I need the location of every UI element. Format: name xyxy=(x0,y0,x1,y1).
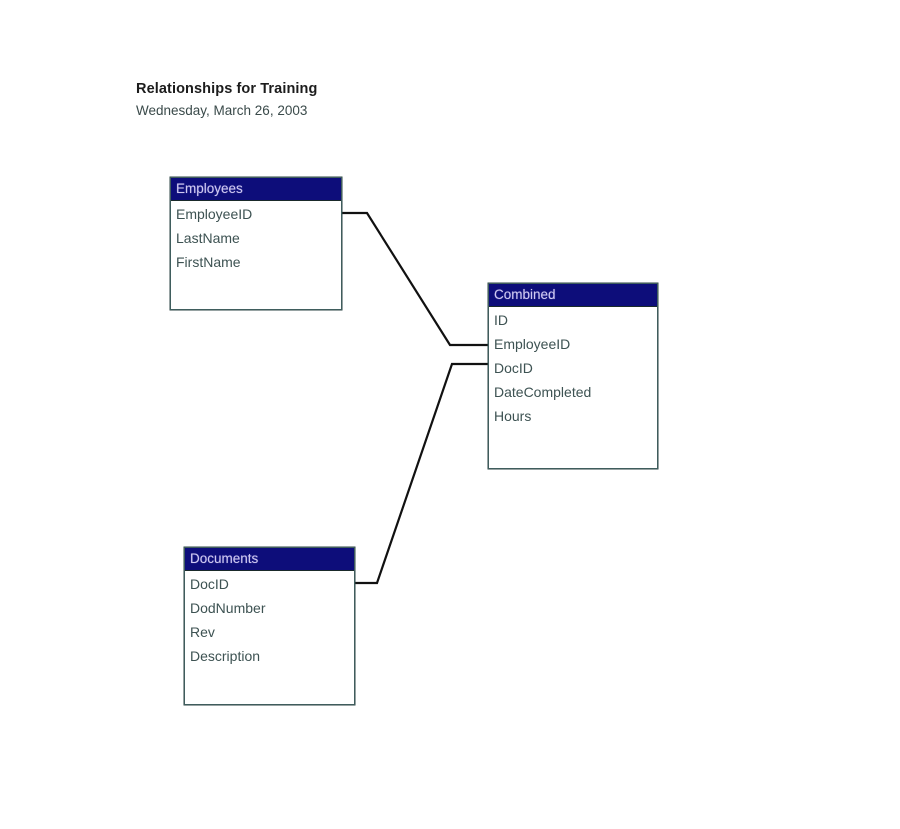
field-row[interactable]: Hours xyxy=(494,408,532,424)
table-title-combined: Combined xyxy=(489,284,657,307)
field-row[interactable]: DocID xyxy=(494,360,533,376)
field-row[interactable]: DateCompleted xyxy=(494,384,592,400)
field-row[interactable]: ID xyxy=(494,312,508,328)
field-row[interactable]: Description xyxy=(190,648,261,664)
relationship-line-documents-combined xyxy=(355,362,488,585)
field-list-documents: DocID DodNumber Rev Description xyxy=(185,571,354,668)
field-list-combined: ID EmployeeID DocID DateCompleted Hours xyxy=(489,307,657,428)
relationship-line-employees-combined xyxy=(342,211,488,347)
field-row[interactable]: DocID xyxy=(190,576,229,592)
field-row[interactable]: LastName xyxy=(176,230,240,246)
table-box-documents[interactable]: Documents DocID DodNumber Rev Descriptio… xyxy=(184,547,355,705)
report-header: Relationships for Training Wednesday, Ma… xyxy=(136,80,536,119)
field-row[interactable]: EmployeeID xyxy=(176,206,253,222)
page-title: Relationships for Training xyxy=(136,81,318,97)
table-box-employees[interactable]: Employees EmployeeID LastName FirstName xyxy=(170,177,342,310)
table-title-employees: Employees xyxy=(171,178,341,201)
field-row[interactable]: FirstName xyxy=(176,254,241,270)
table-title-documents: Documents xyxy=(185,548,354,571)
field-row[interactable]: EmployeeID xyxy=(494,336,571,352)
field-row[interactable]: DodNumber xyxy=(190,600,266,616)
field-row[interactable]: Rev xyxy=(190,624,215,640)
report-date: Wednesday, March 26, 2003 xyxy=(136,103,308,118)
table-box-combined[interactable]: Combined ID EmployeeID DocID DateComplet… xyxy=(488,283,658,469)
field-list-employees: EmployeeID LastName FirstName xyxy=(171,201,341,274)
